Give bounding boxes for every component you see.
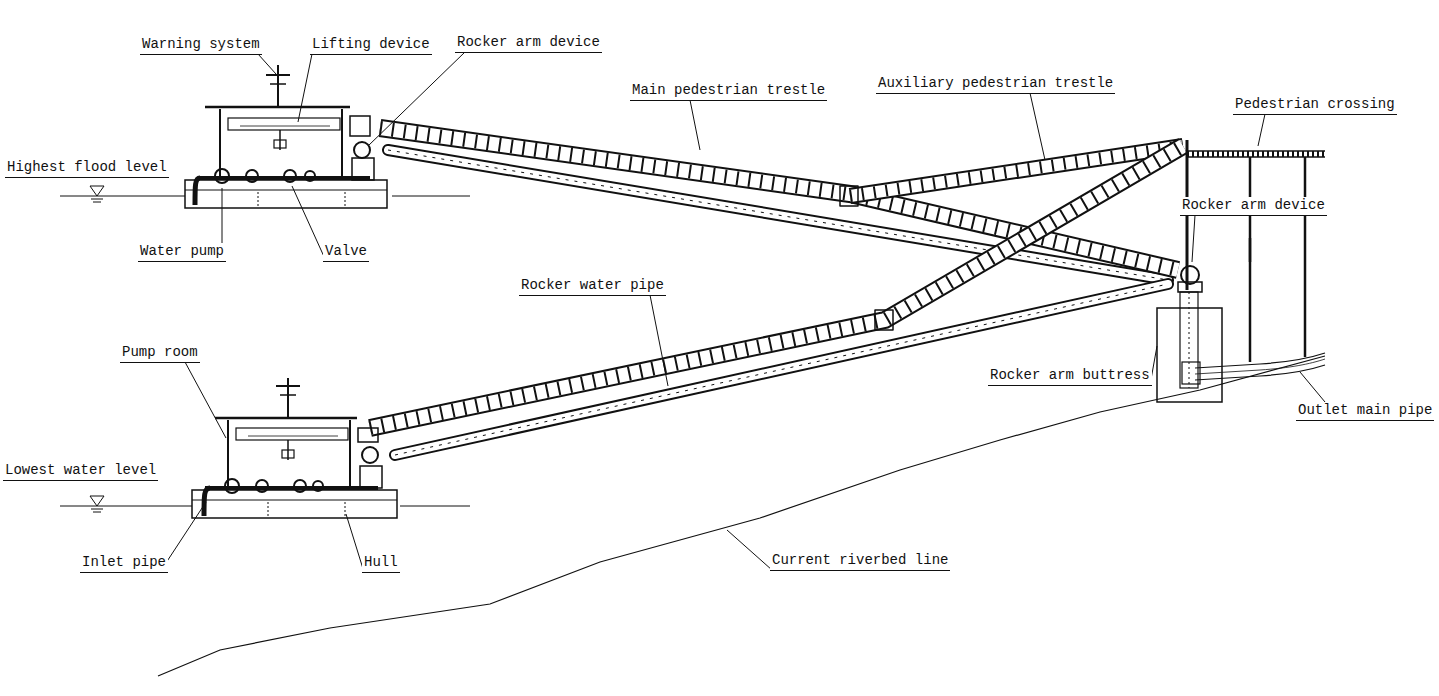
lower-pontoon: [192, 378, 397, 518]
water-level-label: Highest flood level: [5, 159, 169, 178]
part-label: Rocker arm device: [1180, 197, 1327, 216]
riverbed-line: [158, 356, 1325, 676]
part-label: Pump room: [120, 344, 200, 363]
leader-lines: [160, 52, 1340, 572]
upper-pontoon: [185, 65, 387, 208]
part-label: Pedestrian crossing: [1233, 96, 1397, 115]
part-label: Outlet main pipe: [1296, 402, 1434, 421]
part-label: Hull: [362, 554, 400, 573]
part-label: Water pump: [138, 243, 226, 262]
part-label: Auxiliary pedestrian trestle: [876, 75, 1115, 94]
part-label: Main pedestrian trestle: [630, 82, 827, 101]
pedestrian-trestle: [370, 128, 1183, 428]
part-label: Lifting device: [310, 36, 432, 55]
part-label: Current riverbed line: [770, 552, 950, 571]
part-label: Rocker water pipe: [519, 277, 666, 296]
part-label: Valve: [323, 243, 369, 262]
part-label: Rocker arm buttress: [988, 367, 1152, 386]
water-level-label: Lowest water level: [3, 462, 158, 481]
shore-structure: [1157, 140, 1325, 402]
part-label: Inlet pipe: [80, 554, 168, 573]
part-label: Rocker arm device: [455, 34, 602, 53]
rocker-water-pipe: [388, 150, 1168, 455]
part-label: Warning system: [140, 36, 262, 55]
